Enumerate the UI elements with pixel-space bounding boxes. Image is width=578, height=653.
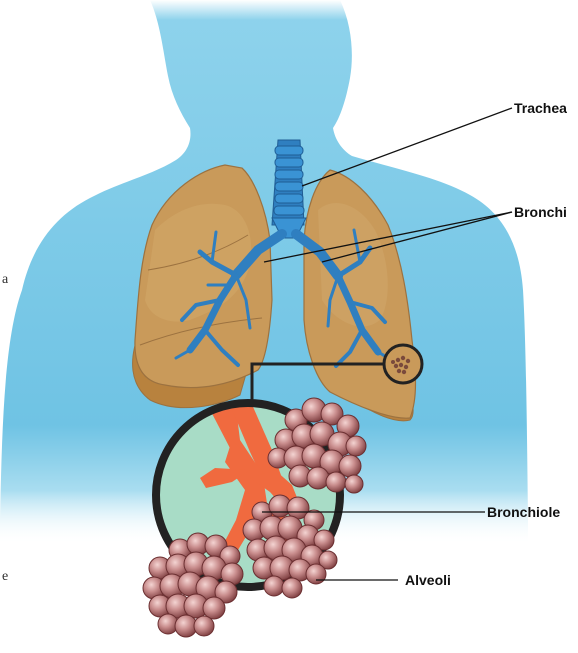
trachea [272, 140, 306, 238]
alveoli-label: Alveoli [405, 572, 451, 588]
magnifier-circle [384, 345, 422, 383]
edge-text-fragment-lower: e [2, 569, 8, 584]
bronchiole-label: Bronchiole [487, 504, 560, 520]
bronchi-label: Bronchi [514, 204, 567, 220]
alveoli-cluster-left [143, 533, 243, 637]
edge-text-fragment-upper: a [2, 272, 9, 287]
trachea-label: Trachea [514, 100, 567, 116]
